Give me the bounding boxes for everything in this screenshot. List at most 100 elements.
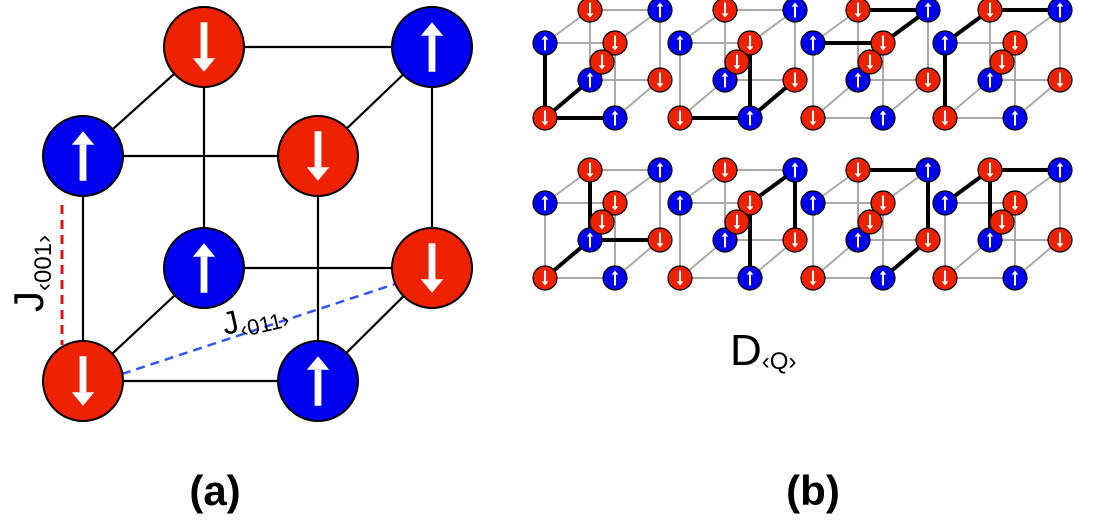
arrow-head (541, 281, 549, 286)
mini-spin (870, 265, 896, 291)
mini-center-spin (857, 209, 883, 235)
mini-cube-7 (800, 157, 941, 291)
j001-label: J‹001› (5, 235, 57, 312)
mini-spin (532, 30, 558, 56)
arrow-head (879, 46, 887, 51)
arrow-head (586, 13, 594, 18)
arrow-head (721, 72, 729, 77)
mini-spin (1002, 265, 1028, 291)
mini-spin (532, 265, 558, 291)
arrow-head (746, 206, 754, 211)
arrow-head (924, 243, 932, 248)
mini-spin (977, 157, 1003, 183)
arrow-head (924, 2, 932, 7)
spin-front-bottom-left (42, 340, 124, 422)
arrow-head (854, 72, 862, 77)
mini-spin (782, 67, 808, 93)
arrow-head (541, 35, 549, 40)
mini-spin (1047, 157, 1073, 183)
mini-spin (977, 67, 1003, 93)
mini-spin (800, 30, 826, 56)
mini-center-spin (724, 209, 750, 235)
arrow-head (192, 58, 216, 72)
arrow-head (676, 195, 684, 200)
arrow-head (611, 270, 619, 275)
mini-spin (782, 227, 808, 253)
mini-spin (915, 0, 941, 23)
arrow-head (854, 232, 862, 237)
arrow-head (791, 2, 799, 7)
spin-front-top-right (277, 115, 359, 197)
mini-spin (647, 0, 673, 23)
arrow-head (586, 72, 594, 77)
mini-spin (1047, 0, 1073, 23)
mini-spin (932, 30, 958, 56)
mini-spin (932, 190, 958, 216)
arrow-head (420, 279, 444, 293)
mini-spin (667, 105, 693, 131)
mini-spin (737, 105, 763, 131)
mini-spin (647, 67, 673, 93)
mini-spin (712, 67, 738, 93)
arrow-head (879, 270, 887, 275)
mini-spin (845, 157, 871, 183)
arrow-head (71, 392, 95, 406)
spin-back-bottom-right (391, 227, 473, 309)
mini-spin (577, 157, 603, 183)
arrow-head (746, 270, 754, 275)
arrow-head (1011, 110, 1019, 115)
arrow-head (791, 83, 799, 88)
spin-back-top-left (163, 6, 245, 88)
arrow-head (733, 65, 741, 70)
arrow-head (941, 195, 949, 200)
mini-cube-4 (932, 0, 1073, 131)
mini-cube-3 (800, 0, 941, 131)
arrow-head (656, 2, 664, 7)
mini-spin (647, 227, 673, 253)
arrow-head (1056, 83, 1064, 88)
mini-spin (915, 67, 941, 93)
mini-spin (577, 67, 603, 93)
panel-a-cube: J‹001› J‹011› (a) (5, 6, 473, 514)
mini-spin (977, 0, 1003, 23)
arrow-head (1011, 270, 1019, 275)
mini-spin (800, 265, 826, 291)
mini-center-spin (989, 209, 1015, 235)
panel-a-spins (42, 6, 473, 422)
mini-center-spin (724, 49, 750, 75)
mini-spin (712, 157, 738, 183)
arrow-head (941, 121, 949, 126)
arrow-head (986, 72, 994, 77)
arrow-head (986, 173, 994, 178)
arrow-head (71, 131, 95, 145)
panel-b-cubes (532, 0, 1073, 291)
arrow-head (924, 83, 932, 88)
arrow-head (306, 356, 330, 370)
arrow-head (1011, 46, 1019, 51)
mini-spin (577, 227, 603, 253)
mini-cube-1 (532, 0, 673, 131)
arrow-head (541, 121, 549, 126)
arrow-head (791, 243, 799, 248)
mini-spin (667, 190, 693, 216)
mini-cube-6 (667, 157, 808, 291)
arrow-head (866, 225, 874, 230)
mini-center-spin (857, 49, 883, 75)
arrow-head (721, 232, 729, 237)
arrow-head (611, 46, 619, 51)
mini-spin (602, 265, 628, 291)
spin-back-top-right (391, 6, 473, 88)
mini-spin (647, 157, 673, 183)
arrow-head (1056, 2, 1064, 7)
arrow-head (656, 83, 664, 88)
arrow-head (854, 13, 862, 18)
spin-front-bottom-right (277, 340, 359, 422)
mini-spin (782, 157, 808, 183)
mini-spin (870, 190, 896, 216)
arrow-head (746, 110, 754, 115)
arrow-head (746, 46, 754, 51)
mini-spin (1002, 30, 1028, 56)
mini-spin (845, 227, 871, 253)
mini-cube-5 (532, 157, 673, 291)
arrow-head (809, 195, 817, 200)
